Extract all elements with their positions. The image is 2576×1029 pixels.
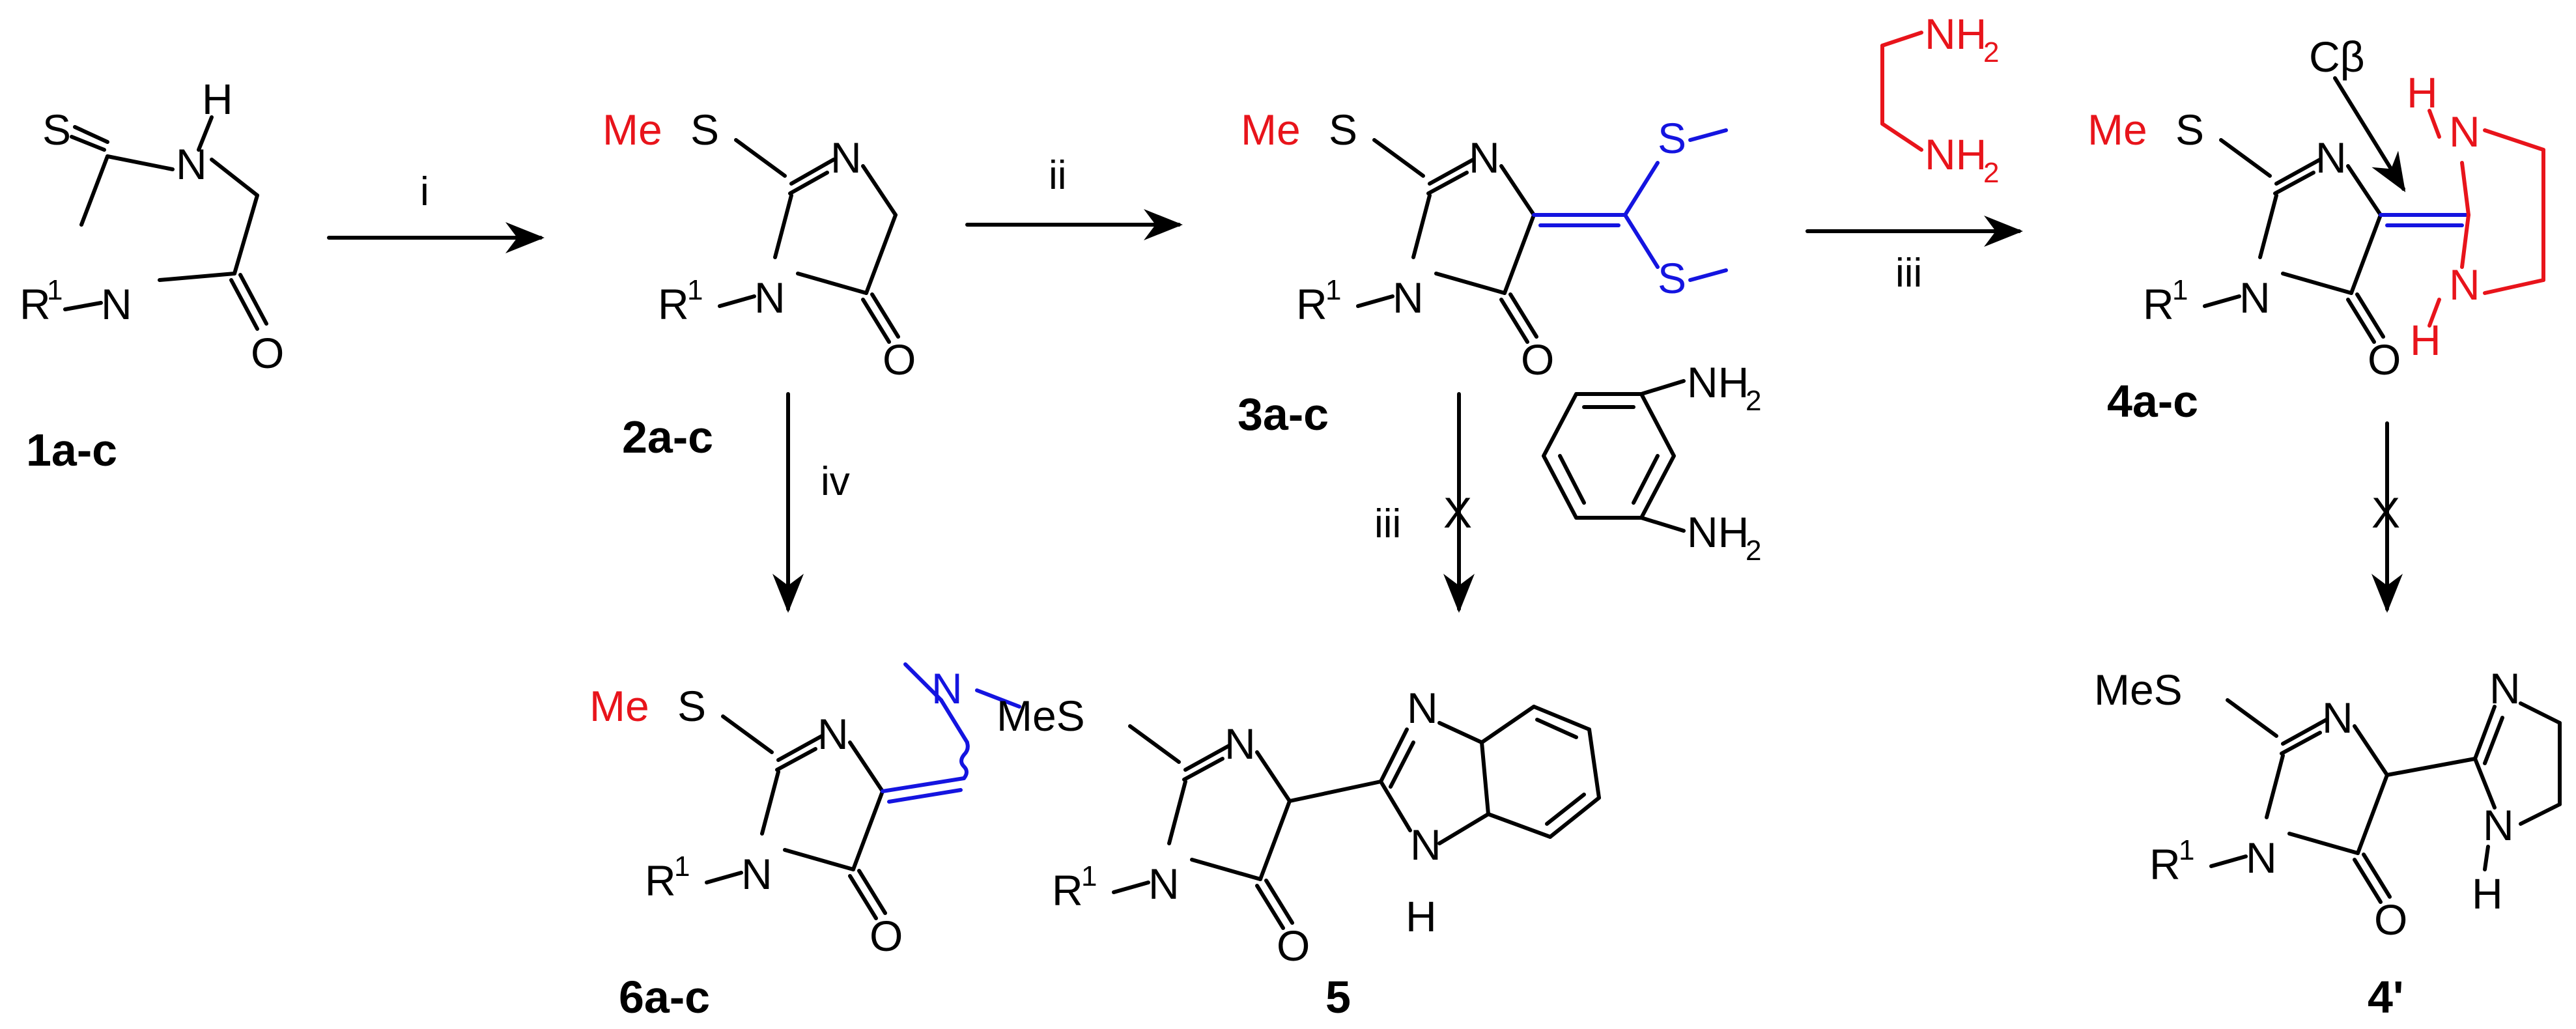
atom-h: H — [1406, 892, 1437, 940]
reagent-i: i — [420, 169, 429, 214]
amine-group: NH — [1925, 130, 1987, 178]
superscript-one: 1 — [47, 274, 63, 306]
atom-r: R — [1052, 866, 1083, 914]
c-beta-label: Cβ — [2309, 33, 2365, 81]
atom-r: R — [645, 856, 676, 905]
atom-r: R — [1296, 280, 1327, 328]
compound-5-structure: MeS N N R 1 O N N H — [997, 684, 1601, 970]
atom-o: O — [883, 335, 916, 384]
atom-n: N — [176, 140, 207, 188]
atom-s: S — [42, 106, 71, 154]
compound-2a-c-structure: Me S N N R 1 O — [602, 106, 916, 384]
atom-s: S — [2175, 106, 2204, 154]
compound-4a-c-structure: Cβ Me S N N R 1 O N N H H — [2088, 33, 2545, 384]
atom-n: N — [931, 664, 963, 712]
reagent-iv: iv — [821, 459, 850, 504]
atom-n: N — [101, 280, 132, 328]
atom-h: H — [2472, 869, 2503, 918]
compound-1a-c-structure: S N H N R 1 O — [20, 75, 284, 377]
superscript-one: 1 — [674, 851, 690, 882]
atom-n: N — [2449, 261, 2480, 309]
atom-r: R — [20, 280, 51, 328]
atom-n: N — [2489, 664, 2521, 712]
compound-label-2a-c: 2a-c — [622, 412, 713, 462]
atom-r: R — [2149, 840, 2181, 888]
atom-s: S — [1329, 106, 1357, 154]
superscript-one: 1 — [1081, 860, 1097, 892]
methyl-group: Me — [602, 106, 662, 154]
compound-6a-c-structure: Me S N N R 1 O N — [589, 662, 1021, 960]
atom-o: O — [1277, 922, 1310, 970]
superscript-one: 1 — [687, 274, 703, 306]
atom-n: N — [1407, 684, 1438, 732]
amine-group: NH — [1687, 358, 1749, 406]
atom-n: N — [2449, 107, 2480, 156]
atom-n: N — [2246, 834, 2277, 882]
atom-o: O — [251, 329, 284, 377]
atom-n: N — [830, 134, 862, 182]
compound-label-6a-c: 6a-c — [619, 972, 710, 1022]
subscript-two: 2 — [1983, 157, 1999, 189]
methyl-group: Me — [589, 682, 649, 730]
atom-n: N — [2315, 134, 2347, 182]
atom-n: N — [817, 710, 849, 758]
atom-s: S — [1658, 254, 1686, 302]
atom-o: O — [2368, 335, 2401, 384]
superscript-one: 1 — [2179, 834, 2194, 866]
methylthio-group: MeS — [2094, 666, 2183, 714]
subscript-two: 2 — [1746, 535, 1761, 567]
phenylenediamine-reagent: NH 2 NH 2 — [1542, 358, 1761, 567]
superscript-one: 1 — [1325, 274, 1341, 306]
blocked-mark: X — [2371, 488, 2400, 537]
compound-label-4-prime: 4' — [2368, 972, 2404, 1022]
compound-label-4a-c: 4a-c — [2107, 376, 2198, 427]
methyl-group: Me — [1241, 106, 1301, 154]
compound-3a-c-structure: Me S N N R 1 O S S — [1241, 106, 1728, 384]
atom-n: N — [754, 274, 786, 322]
amine-group: NH — [1687, 508, 1749, 556]
atom-h: H — [202, 75, 233, 123]
atom-n: N — [741, 850, 772, 898]
atom-n: N — [2322, 694, 2353, 742]
atom-o: O — [2374, 895, 2407, 944]
atom-o: O — [1521, 335, 1554, 384]
atom-s: S — [677, 682, 706, 730]
blocked-mark: X — [1443, 488, 1472, 537]
atom-h: H — [2410, 316, 2441, 364]
atom-s: S — [690, 106, 719, 154]
atom-n: N — [1224, 720, 1256, 768]
reagent-ii: ii — [1049, 153, 1067, 198]
atom-o: O — [870, 912, 903, 960]
subscript-two: 2 — [1746, 385, 1761, 417]
compound-label-3a-c: 3a-c — [1238, 389, 1329, 440]
atom-n: N — [1148, 860, 1180, 908]
atom-n: N — [1393, 274, 1424, 322]
atom-n: N — [2239, 274, 2271, 322]
atom-n: N — [1410, 821, 1441, 869]
atom-s: S — [1658, 114, 1686, 162]
compound-label-5: 5 — [1325, 972, 1351, 1022]
ethylenediamine-reagent: NH 2 NH 2 — [1880, 10, 1999, 189]
reagent-iii: iii — [1895, 251, 1922, 296]
compound-4-prime-structure: MeS N N R 1 O N N H — [2094, 664, 2562, 944]
atom-n: N — [2483, 801, 2514, 849]
methylthio-group: MeS — [997, 692, 1085, 740]
superscript-one: 1 — [2172, 274, 2188, 306]
atom-r: R — [658, 280, 689, 328]
subscript-two: 2 — [1983, 36, 1999, 68]
methyl-group: Me — [2088, 106, 2147, 154]
atom-n: N — [1469, 134, 1500, 182]
reagent-iii: iii — [1374, 501, 1401, 546]
amine-group: NH — [1925, 10, 1987, 58]
atom-r: R — [2143, 280, 2174, 328]
compound-label-1a-c: 1a-c — [26, 425, 117, 475]
atom-h: H — [2407, 68, 2438, 117]
